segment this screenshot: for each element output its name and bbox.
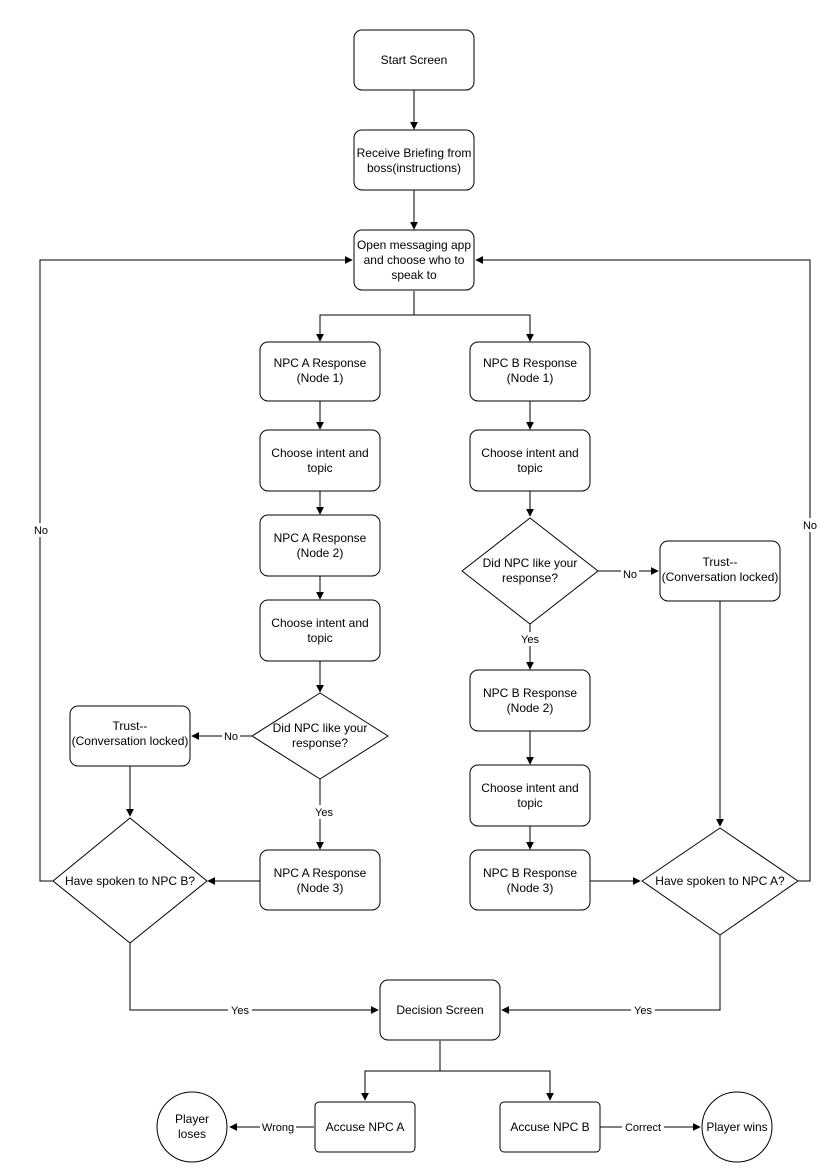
edges	[39, 90, 811, 1131]
node-npcB-response-3-line1: NPC B Response	[483, 866, 577, 880]
label-npcA-yes: Yes	[315, 807, 333, 819]
node-spoken-to-npcB: Have spoken to NPC B?	[52, 817, 208, 944]
node-receive-briefing-line1: Receive Briefing from	[357, 146, 472, 160]
node-open-messaging-line2: and choose who to	[364, 253, 465, 267]
node-npcB-decision: Did NPC like your response?	[461, 517, 599, 625]
edge-spokenA-no-loop	[475, 256, 811, 882]
label-correct: Correct	[625, 1122, 661, 1134]
node-start-screen-label: Start Screen	[381, 53, 448, 67]
node-npcB-response-1-line2: (Node 1)	[507, 371, 554, 385]
node-npcA-response-3-line1: NPC A Response	[274, 866, 367, 880]
label-no-right-loop: No	[803, 520, 817, 532]
node-open-messaging-line1: Open messaging app	[357, 238, 471, 252]
node-player-wins: Player wins	[701, 1091, 773, 1163]
node-npcA-response-2: NPC A Response (Node 2)	[259, 514, 381, 577]
node-player-loses-line2: loses	[178, 1127, 206, 1141]
edge-spokenB-yes	[129, 943, 379, 1014]
node-player-loses-line1: Player	[175, 1112, 209, 1126]
node-npcB-trust-line1: Trust--	[703, 555, 738, 569]
edge-decision-to-accuseA	[361, 1041, 441, 1101]
node-npcB-decision-line2: response?	[502, 571, 558, 585]
node-npcB-response-2: NPC B Response (Node 2)	[469, 669, 591, 732]
node-npcB-choose-1-line2: topic	[517, 461, 542, 475]
edge-spokenB-no-loop	[39, 256, 353, 882]
node-npcB-trust-locked: Trust-- (Conversation locked)	[659, 540, 781, 602]
label-npcB-yes: Yes	[521, 634, 539, 646]
label-no-left-loop: No	[34, 525, 48, 537]
node-npcA-choose-2: Choose intent and topic	[259, 599, 381, 662]
node-npcB-choose-2: Choose intent and topic	[469, 764, 591, 827]
edge-decision-to-accuseB	[440, 1070, 554, 1101]
node-start-screen: Start Screen	[353, 29, 475, 91]
node-npcB-trust-line2: (Conversation locked)	[662, 570, 779, 584]
node-decision-screen-label: Decision Screen	[396, 1003, 483, 1017]
label-wrong: Wrong	[262, 1122, 294, 1134]
label-npcB-no: No	[623, 569, 637, 581]
label-npcA-no: No	[224, 731, 238, 743]
node-npcB-choose-2-line2: topic	[517, 796, 542, 810]
node-npcA-response-2-line1: NPC A Response	[274, 531, 367, 545]
label-spokenB-yes: Yes	[231, 1005, 249, 1017]
node-npcA-trust-locked: Trust-- (Conversation locked)	[69, 705, 191, 767]
node-spoken-to-npcA-label: Have spoken to NPC A?	[655, 874, 785, 888]
node-npcA-choose-2-line1: Choose intent and	[271, 616, 368, 630]
node-npcA-choose-1: Choose intent and topic	[259, 429, 381, 492]
node-npcB-response-2-line1: NPC B Response	[483, 686, 577, 700]
node-npcB-response-1: NPC B Response (Node 1)	[469, 341, 591, 402]
node-npcA-response-3-line2: (Node 3)	[297, 881, 344, 895]
label-spokenA-yes: Yes	[634, 1005, 652, 1017]
node-accuse-npcB: Accuse NPC B	[499, 1101, 601, 1153]
node-npcA-response-3: NPC A Response (Node 3)	[259, 849, 381, 911]
node-receive-briefing: Receive Briefing from boss(instructions)	[353, 129, 475, 191]
node-accuse-npcA-label: Accuse NPC A	[326, 1120, 405, 1134]
node-spoken-to-npcA: Have spoken to NPC A?	[641, 827, 799, 936]
edge-spokenA-yes	[501, 935, 721, 1014]
node-npcB-decision-line1: Did NPC like your	[483, 556, 578, 570]
node-accuse-npcA: Accuse NPC A	[314, 1101, 416, 1153]
node-npcA-response-1-line1: NPC A Response	[274, 356, 367, 370]
edge-messaging-to-npcA	[316, 291, 415, 342]
node-spoken-to-npcB-label: Have spoken to NPC B?	[65, 874, 195, 888]
node-npcA-decision-line1: Did NPC like your	[273, 721, 368, 735]
nodes: Start Screen Receive Briefing from boss(…	[52, 29, 799, 1163]
node-npcB-response-3: NPC B Response (Node 3)	[469, 849, 591, 911]
node-npcA-response-1: NPC A Response (Node 1)	[259, 341, 381, 402]
node-player-loses: Player loses	[156, 1091, 228, 1163]
node-npcB-choose-1-line1: Choose intent and	[481, 446, 578, 460]
node-npcB-choose-2-line1: Choose intent and	[481, 781, 578, 795]
node-npcB-response-2-line2: (Node 2)	[507, 701, 554, 715]
node-npcA-choose-1-line2: topic	[307, 461, 332, 475]
node-npcA-choose-1-line1: Choose intent and	[271, 446, 368, 460]
node-npcA-trust-line2: (Conversation locked)	[72, 734, 189, 748]
node-npcB-response-1-line1: NPC B Response	[483, 356, 577, 370]
edge-messaging-to-npcB	[414, 314, 534, 342]
node-npcA-response-1-line2: (Node 1)	[297, 371, 344, 385]
node-receive-briefing-line2: boss(instructions)	[367, 161, 461, 175]
node-npcA-trust-line1: Trust--	[113, 719, 148, 733]
edge-labels: No No No Yes No Yes Yes Yes Wrong Correc…	[32, 518, 819, 1134]
node-open-messaging-line3: speak to	[391, 268, 437, 282]
node-npcB-response-3-line2: (Node 3)	[507, 881, 554, 895]
node-npcA-choose-2-line2: topic	[307, 631, 332, 645]
node-player-wins-label: Player wins	[706, 1120, 767, 1134]
node-npcA-response-2-line2: (Node 2)	[297, 546, 344, 560]
node-npcA-decision: Did NPC like your response?	[251, 692, 389, 780]
node-open-messaging: Open messaging app and choose who to spe…	[353, 229, 475, 291]
node-npcB-choose-1: Choose intent and topic	[469, 429, 591, 492]
node-accuse-npcB-label: Accuse NPC B	[510, 1120, 589, 1134]
node-npcA-decision-line2: response?	[292, 736, 348, 750]
node-decision-screen: Decision Screen	[379, 979, 501, 1041]
